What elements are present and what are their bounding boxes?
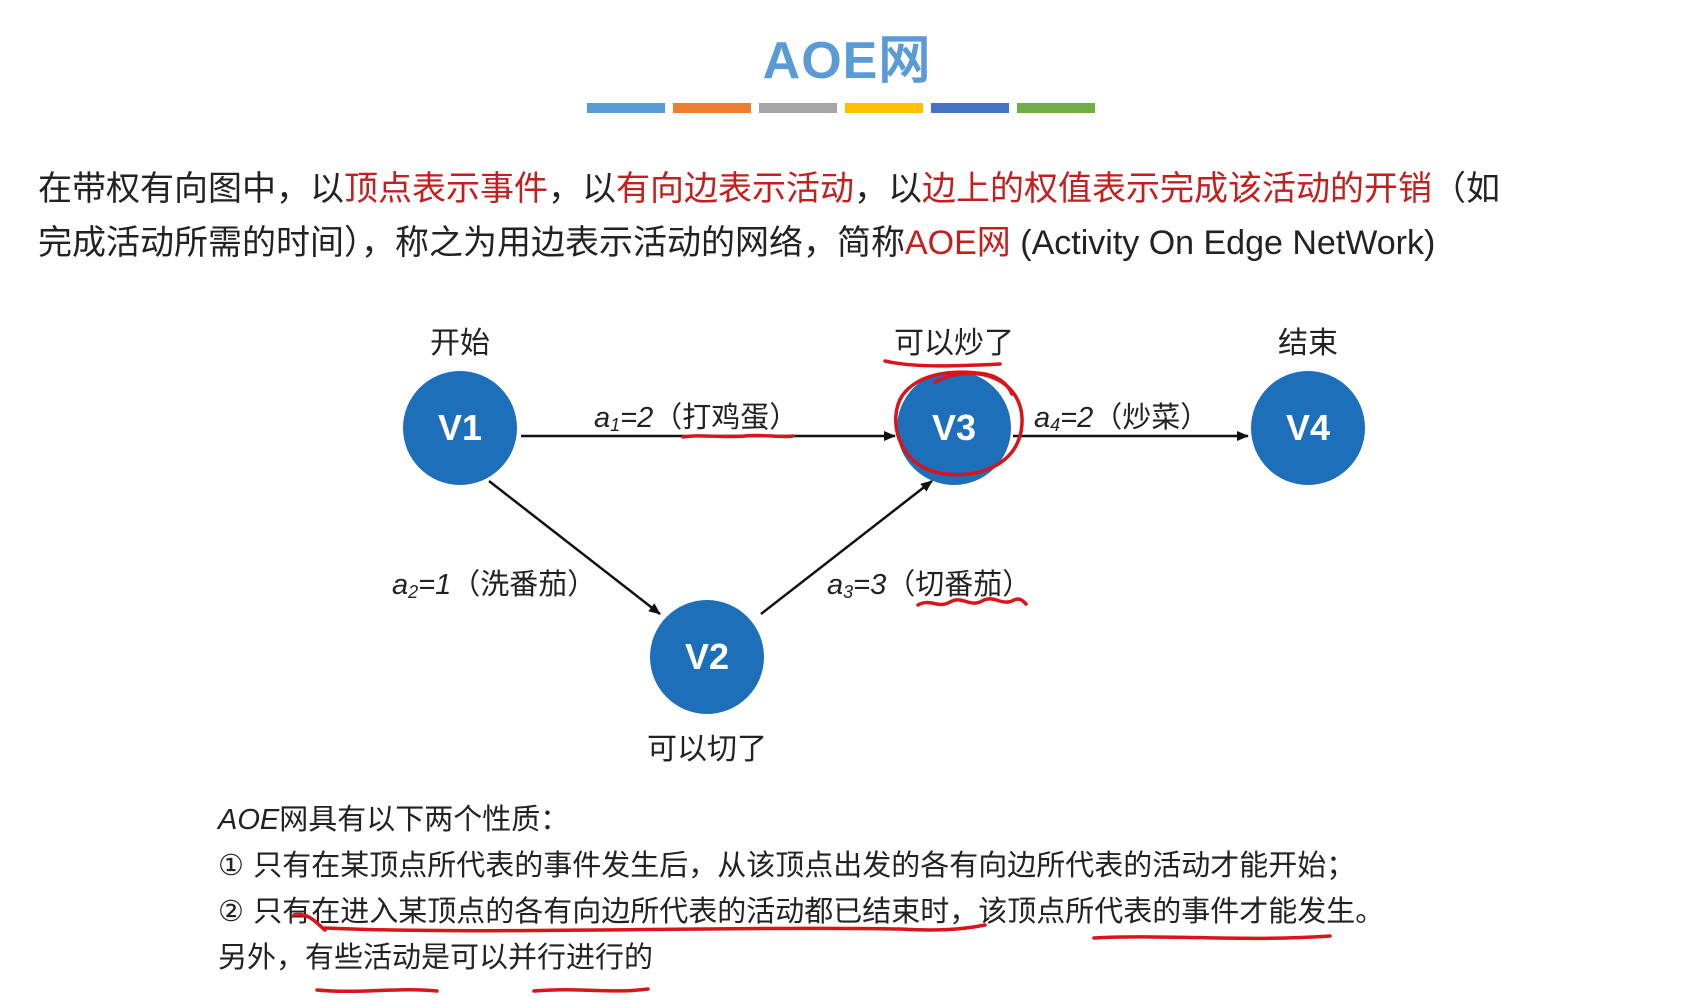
activity-description: （炒菜）: [1093, 400, 1210, 434]
divider-segment-4: [845, 103, 923, 113]
slide-title: AOE网: [762, 32, 932, 90]
divider-segment-5: [931, 103, 1009, 113]
edge-v2-v3: [760, 480, 933, 615]
caption-v1: 开始: [430, 326, 490, 361]
intro-highlight: AOE网: [905, 224, 1011, 262]
intro-line-1: 在带权有向图中，以顶点表示事件，以有向边表示活动，以边上的权值表示完成该活动的开…: [38, 162, 1678, 216]
property-item-2: ② 只有在进入某顶点的各有向边所代表的活动都已结束时，该顶点所代表的事件才能发生…: [218, 894, 1385, 928]
edge-label-a4: a4=2（炒菜）: [1034, 394, 1209, 436]
node-v1: V1: [403, 371, 517, 485]
property-item-3: 另外，有些活动是可以并行进行的: [218, 940, 654, 974]
node-v4: V4: [1251, 371, 1365, 485]
intro-line-2: 完成活动所需的时间），称之为用边表示活动的网络，简称AOE网 (Activity…: [38, 216, 1678, 270]
properties-heading-text: 网具有以下两个性质：: [279, 802, 570, 836]
divider-segment-3: [759, 103, 837, 113]
edge-v1-v2: [488, 480, 661, 615]
intro-highlight: 有向边表示活动: [616, 169, 854, 209]
intro-highlight: 边上的权值表示完成该活动的开销: [922, 169, 1432, 209]
weight-value: =2: [620, 402, 654, 434]
intro-text: (Activity On Edge NetWork): [1010, 224, 1436, 262]
intro-text: （如: [1432, 169, 1500, 209]
activity-description: （切番茄）: [886, 567, 1032, 601]
divider-segment-2: [673, 103, 751, 113]
intro-text: ，以: [548, 169, 616, 209]
weight-value: =2: [1060, 402, 1094, 434]
intro-text: 完成活动所需的时间），称之为用边表示活动的网络，简称: [38, 223, 905, 263]
intro-highlight: 顶点表示事件: [344, 169, 548, 209]
edge-label-a1: a1=2（打鸡蛋）: [594, 394, 798, 436]
divider-segment-1: [587, 103, 665, 113]
intro-text: 在带权有向图中，以: [38, 169, 344, 209]
intro-text: ，以: [854, 169, 922, 209]
caption-v2: 可以切了: [647, 732, 767, 767]
weight-subscript: 2: [408, 582, 419, 602]
activity-description: （打鸡蛋）: [653, 400, 799, 434]
weight-subscript: 1: [610, 415, 621, 435]
weight-value: =1: [418, 569, 452, 601]
node-v3: V3: [897, 371, 1011, 485]
caption-v3: 可以炒了: [894, 326, 1014, 361]
weight-value: =3: [853, 569, 887, 601]
weight-subscript: 4: [1050, 415, 1061, 435]
weight-symbol: a: [1034, 402, 1051, 434]
properties-heading: AOE网具有以下两个性质：: [218, 796, 569, 843]
property-item-1: ① 只有在某顶点所代表的事件发生后，从该顶点出发的各有向边所代表的活动才能开始；: [218, 848, 1356, 882]
weight-symbol: a: [594, 402, 611, 434]
weight-symbol: a: [392, 569, 409, 601]
weight-symbol: a: [827, 569, 844, 601]
node-v2: V2: [650, 600, 764, 714]
divider-segment-6: [1017, 103, 1095, 113]
activity-description: （洗番茄）: [451, 567, 597, 601]
properties-heading-aoe: AOE: [218, 804, 280, 836]
edge-label-a2: a2=1（洗番茄）: [392, 561, 596, 603]
caption-v4: 结束: [1278, 326, 1338, 361]
edge-label-a3: a3=3（切番茄）: [827, 561, 1031, 603]
weight-subscript: 3: [843, 582, 854, 602]
